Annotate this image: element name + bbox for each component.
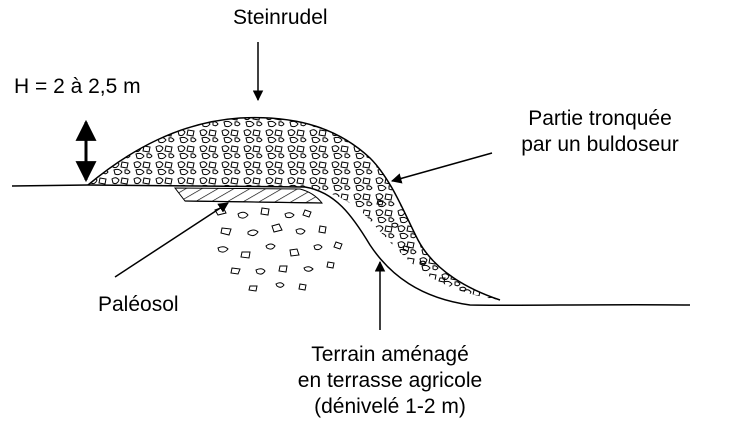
terrain-label-line3: (dénivelé 1-2 m) <box>240 394 540 420</box>
terrain-label: Terrain aménagé en terrasse agricole (dé… <box>240 342 540 420</box>
truncated-part-label: Partie tronquée par un buldoseur <box>470 106 730 158</box>
buried-stones <box>215 207 342 291</box>
mound-rubble <box>80 110 510 310</box>
truncated-label-line2: par un buldoseur <box>470 132 730 158</box>
truncated-label-line1: Partie tronquée <box>470 106 730 132</box>
paleosol-label: Paléosol <box>98 292 179 318</box>
ground-line-left <box>12 185 88 186</box>
terrain-label-line1: Terrain aménagé <box>240 342 540 368</box>
paleosol-arrow <box>115 203 228 277</box>
steinrudel-label: Steinrudel <box>233 5 328 31</box>
height-label: H = 2 à 2,5 m <box>14 74 141 100</box>
terrain-label-line2: en terrasse agricole <box>240 368 540 394</box>
